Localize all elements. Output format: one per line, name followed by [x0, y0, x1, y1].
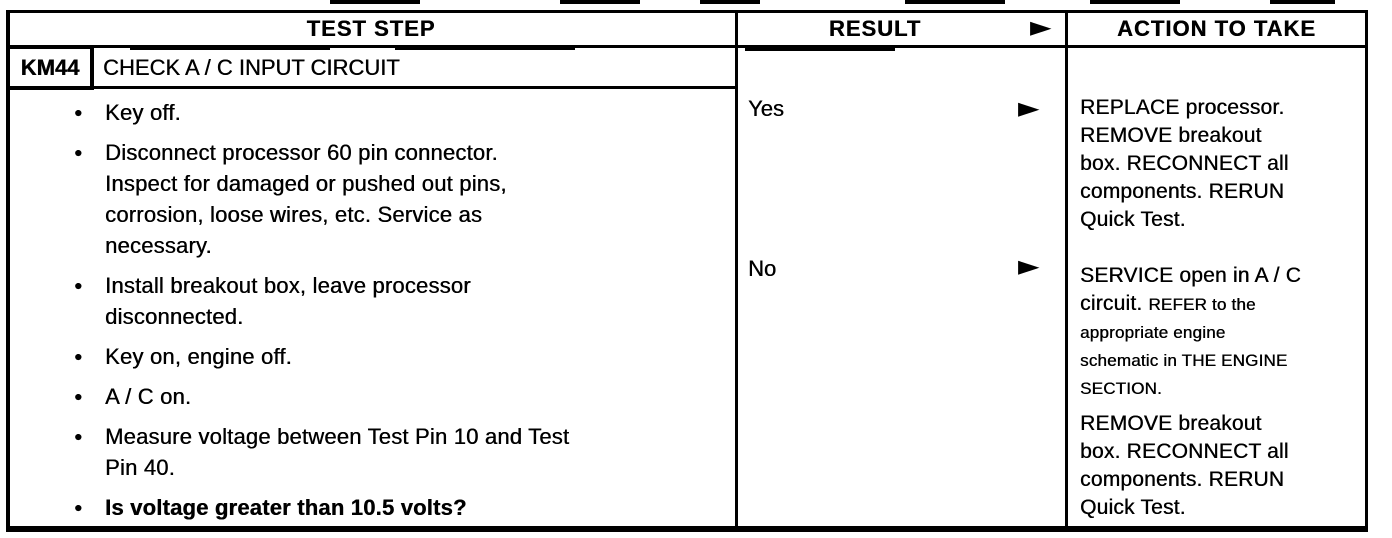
test-step-list: ● Key off. ● Disconnect processor 60 pin…: [74, 97, 734, 532]
bullet-icon: ●: [74, 104, 83, 120]
test-step-item: ● A / C on.: [74, 381, 734, 412]
scan-artifact: [745, 47, 895, 51]
bullet-icon: ●: [74, 388, 83, 404]
scan-artifact: [1270, 0, 1335, 4]
scan-artifact: [395, 46, 575, 50]
result-yes-label: Yes: [748, 96, 784, 121]
action-no-main: SERVICE open in A / C circuit.: [1080, 264, 1301, 315]
result-no-arrow-icon: ►: [1018, 249, 1040, 282]
bullet-icon: ●: [74, 144, 83, 160]
table-frame: [6, 10, 1368, 532]
header-test-step: TEST STEP: [306, 16, 436, 41]
bullet-icon: ●: [74, 428, 83, 444]
test-step-item: ● Key on, engine off.: [74, 341, 734, 372]
action-no-text: SERVICE open in A / C circuit. REFER to …: [1080, 262, 1362, 402]
result-no-label: No: [748, 256, 777, 281]
scan-artifact: [905, 0, 1005, 4]
test-step-text: Disconnect processor 60 pin connector. I…: [105, 140, 507, 258]
action-yes-text: REPLACE processor. REMOVE breakout box. …: [1080, 96, 1289, 231]
test-step-item-question: ● Is voltage greater than 10.5 volts?: [74, 492, 734, 523]
step-id: KM44: [20, 54, 80, 80]
header-underline: [6, 45, 1368, 48]
bullet-icon: ●: [74, 348, 83, 364]
bullet-icon: ●: [74, 499, 83, 515]
header-action-to-take: ACTION TO TAKE: [1117, 16, 1316, 41]
column-divider-test-result: [735, 10, 738, 532]
test-step-text: Key on, engine off.: [105, 344, 292, 369]
test-step-item: ● Disconnect processor 60 pin connector.…: [74, 137, 734, 261]
test-step-item: ● Install breakout box, leave processor …: [74, 270, 734, 332]
test-step-text: Install breakout box, leave processor di…: [105, 273, 471, 329]
header-result: RESULT: [828, 16, 922, 41]
test-step-text: A / C on.: [105, 384, 192, 409]
test-step-text: Key off.: [105, 100, 181, 125]
result-header-arrow-icon: ►: [1030, 10, 1052, 43]
scan-artifact: [700, 0, 760, 4]
test-step-text: Is voltage greater than 10.5 volts?: [105, 495, 467, 520]
step-title: CHECK A / C INPUT CIRCUIT: [103, 55, 400, 80]
step-row-underline: [6, 86, 738, 89]
test-step-item: ● Key off.: [74, 97, 734, 128]
step-id-cell: KM44: [6, 45, 94, 90]
scan-artifact: [330, 0, 420, 4]
column-divider-result-action: [1065, 10, 1068, 532]
action-no-followup-text: REMOVE breakout box. RECONNECT all compo…: [1080, 412, 1289, 519]
scan-artifact: [1090, 0, 1180, 4]
test-step-text: Measure voltage between Test Pin 10 and …: [105, 424, 570, 480]
bullet-icon: ●: [74, 277, 83, 293]
test-step-item: ● Measure voltage between Test Pin 10 an…: [74, 421, 734, 483]
scan-artifact: [560, 0, 640, 4]
result-yes-arrow-icon: ►: [1018, 91, 1040, 124]
action-no-detail: REFER to the appropriate engine schemati…: [1080, 295, 1288, 398]
